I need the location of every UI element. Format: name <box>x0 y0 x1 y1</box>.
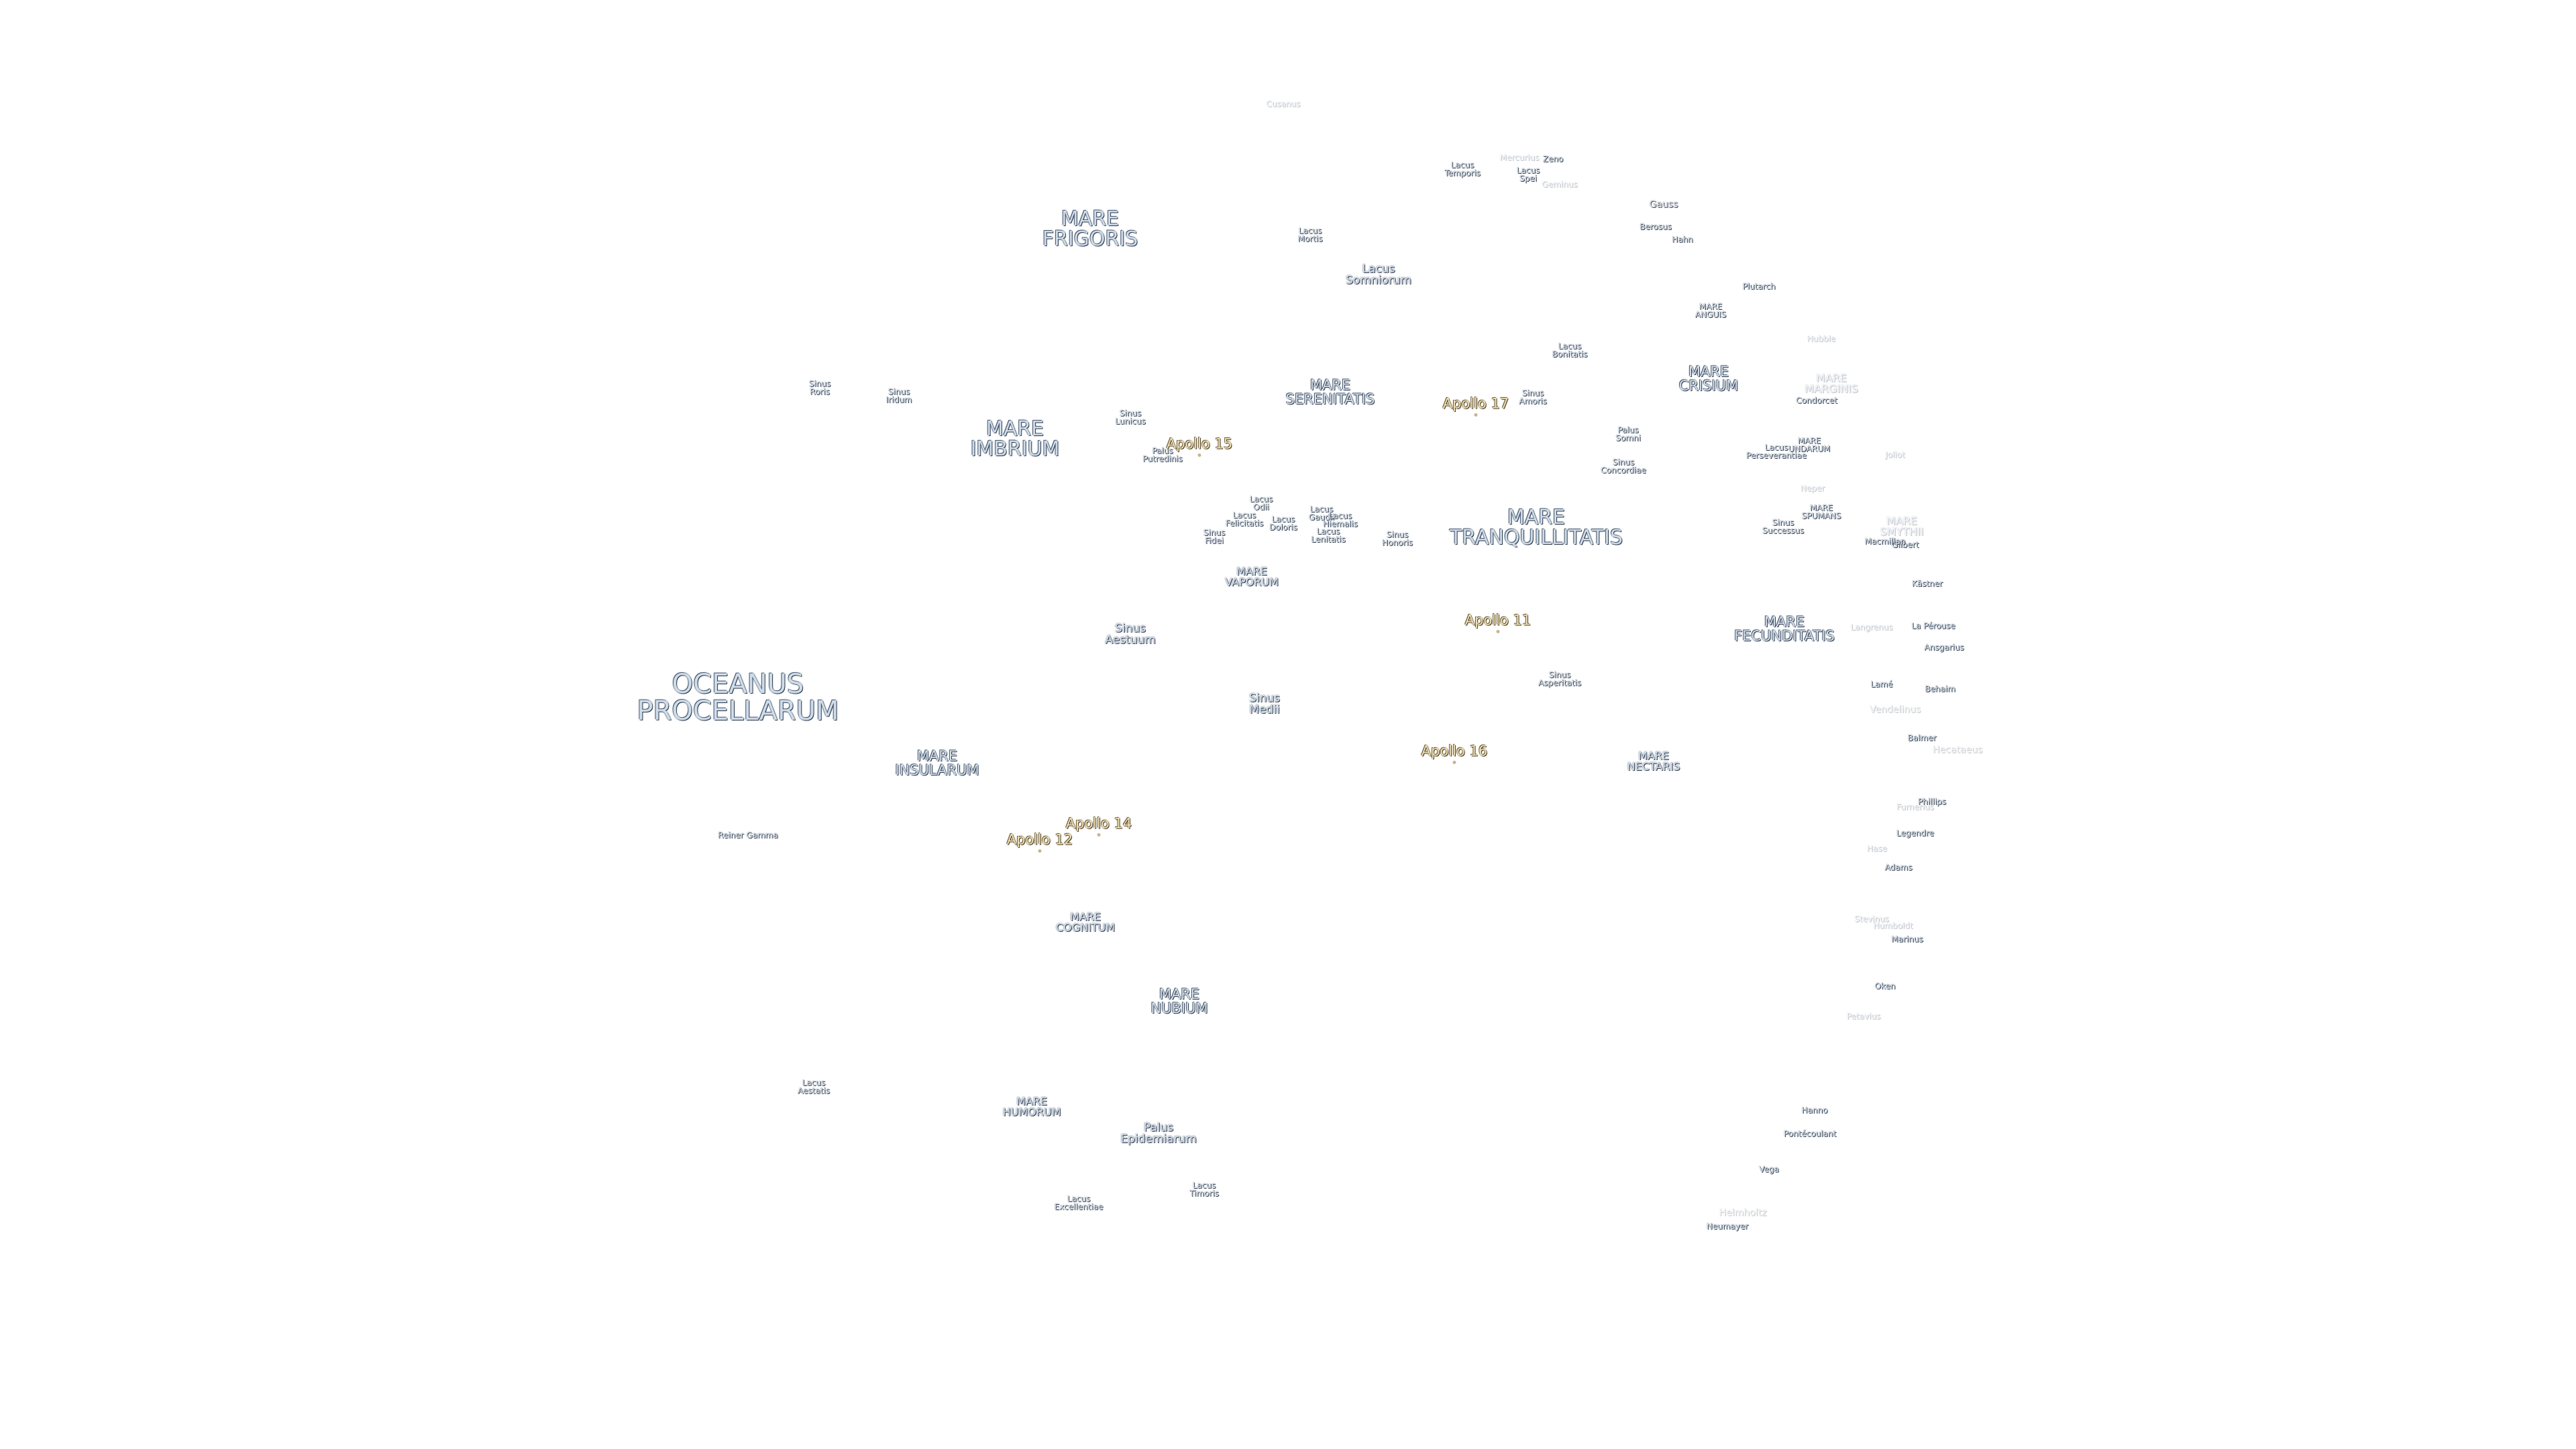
label-crater-ansgarius[interactable]: Ansgarius <box>1924 643 1964 652</box>
label-sinus-lunicus[interactable]: Sinus Lunicus <box>1115 409 1146 426</box>
label-sinus-roris[interactable]: Sinus Roris <box>808 379 831 396</box>
label-sinus-amoris[interactable]: Sinus Amoris <box>1519 388 1547 406</box>
label-lacus-bonitatis[interactable]: Lacus Bonitatis <box>1552 341 1588 359</box>
label-crater-la-perouse[interactable]: La Pérouse <box>1911 621 1955 631</box>
label-crater-marinus[interactable]: Marinus <box>1891 934 1923 944</box>
label-lacus-gaudii[interactable]: Lacus Gaudii <box>1308 504 1335 522</box>
label-oceanus-procellarum[interactable]: OCEANUS PROCELLARUM <box>637 669 839 727</box>
landing-site-marker <box>1496 630 1500 633</box>
label-mare-anguis[interactable]: MARE ANGUIS <box>1695 302 1727 319</box>
label-crater-plutarch[interactable]: Plutarch <box>1742 282 1776 291</box>
label-lacus-spei[interactable]: Lacus Spei <box>1516 166 1540 183</box>
label-crater-hanno[interactable]: Hanno <box>1801 1106 1828 1115</box>
label-sinus-iridum[interactable]: Sinus Iridum <box>885 387 912 405</box>
label-mare-vaporum[interactable]: MARE VAPORUM <box>1225 565 1279 588</box>
label-palus-somni[interactable]: Palus Somni <box>1615 425 1641 443</box>
label-crater-petavius[interactable]: Petavius <box>1846 1012 1881 1021</box>
label-crater-hecataeus[interactable]: Hecataeus <box>1932 745 1983 755</box>
label-mare-insularum[interactable]: MARE INSULARUM <box>895 748 979 778</box>
label-lacus-perseverantiae[interactable]: Lacus Perseverantiae <box>1746 443 1807 460</box>
label-mare-frigoris[interactable]: MARE FRIGORIS <box>1042 207 1138 251</box>
label-crater-oken[interactable]: Oken <box>1874 981 1896 991</box>
label-lacus-somniorum[interactable]: Lacus Somniorum <box>1346 262 1411 287</box>
label-lacus-aestatis[interactable]: Lacus Aestatis <box>798 1078 830 1095</box>
landing-site-marker <box>1197 453 1201 457</box>
landing-site-marker <box>1038 849 1042 853</box>
label-crater-langrenus[interactable]: Langrenus <box>1850 623 1893 632</box>
label-crater-gilbert[interactable]: Gilbert <box>1891 540 1919 549</box>
label-crater-geminus[interactable]: Geminus <box>1542 180 1578 189</box>
label-lacus-mortis[interactable]: Lacus Mortis <box>1297 226 1323 244</box>
label-lacus-lenitatis[interactable]: Lacus Lenitatis <box>1311 527 1346 544</box>
label-sinus-successus[interactable]: Sinus Successus <box>1762 518 1805 535</box>
label-mare-humorum[interactable]: MARE HUMORUM <box>1002 1095 1061 1118</box>
label-apollo-17[interactable]: Apollo 17 <box>1442 395 1509 412</box>
label-mare-marginis[interactable]: MARE MARGINIS <box>1805 372 1858 395</box>
label-crater-gauss[interactable]: Gauss <box>1649 199 1678 210</box>
label-crater-kastner[interactable]: Kästner <box>1912 579 1943 588</box>
label-mare-smythii[interactable]: MARE SMYTHII <box>1880 515 1924 538</box>
label-crater-stevinus[interactable]: Stevinus <box>1854 914 1889 924</box>
label-crater-hahn[interactable]: Hahn <box>1672 235 1693 244</box>
label-mare-tranquillitatis[interactable]: MARE TRANQUILLITATIS <box>1449 506 1623 549</box>
label-sinus-honoris[interactable]: Sinus Honoris <box>1382 530 1413 547</box>
label-crater-humboldt[interactable]: Humboldt <box>1873 921 1913 930</box>
label-crater-vega[interactable]: Vega <box>1759 1165 1779 1174</box>
label-mare-serenitatis[interactable]: MARE SERENITATIS <box>1285 377 1375 407</box>
label-mare-undarum[interactable]: MARE UNDARUM <box>1788 436 1831 453</box>
label-crater-hubble[interactable]: Hubble <box>1807 334 1836 343</box>
label-crater-balmer[interactable]: Balmer <box>1907 733 1937 743</box>
label-apollo-14[interactable]: Apollo 14 <box>1065 815 1132 832</box>
label-mare-fecunditatis[interactable]: MARE FECUNDITATIS <box>1734 614 1835 644</box>
label-crater-hase[interactable]: Hase <box>1866 844 1888 853</box>
label-lacus-hiemalis[interactable]: Lacus Hiemalis <box>1323 511 1358 529</box>
label-crater-condorcet[interactable]: Condorcet <box>1796 396 1837 405</box>
label-apollo-15[interactable]: Apollo 15 <box>1166 435 1233 452</box>
label-mare-imbrium[interactable]: MARE IMBRIUM <box>970 417 1060 461</box>
landing-site-marker <box>1452 761 1456 764</box>
label-crater-macmillan[interactable]: Macmillan <box>1864 537 1906 546</box>
label-apollo-16[interactable]: Apollo 16 <box>1421 743 1488 759</box>
label-palus-epidemiarum[interactable]: Palus Epidemiarum <box>1120 1121 1197 1146</box>
label-lacus-temporis[interactable]: Lacus Temporis <box>1444 160 1481 178</box>
label-lacus-odii[interactable]: Lacus Odii <box>1249 494 1273 512</box>
label-sinus-concordiae[interactable]: Sinus Concordiae <box>1601 458 1646 475</box>
label-crater-helmholtz[interactable]: Helmholtz <box>1719 1208 1767 1218</box>
label-mare-spumans[interactable]: MARE SPUMANS <box>1801 503 1841 521</box>
landing-site-marker <box>1474 413 1478 417</box>
label-crater-behaim[interactable]: Behaim <box>1925 684 1955 694</box>
label-crater-neumayer[interactable]: Neumayer <box>1706 1222 1749 1231</box>
label-crater-adams[interactable]: Adams <box>1884 863 1913 872</box>
label-lacus-doloris[interactable]: Lacus Doloris <box>1269 515 1297 532</box>
label-crater-neper[interactable]: Neper <box>1800 484 1825 493</box>
label-crater-phillips[interactable]: Phillips <box>1917 797 1947 806</box>
label-reiner-gamma[interactable]: Reiner Gamma <box>718 830 778 840</box>
label-crater-mercurius[interactable]: Mercurius <box>1499 153 1540 162</box>
label-apollo-12[interactable]: Apollo 12 <box>1006 831 1073 848</box>
label-crater-vendelinus[interactable]: Vendelinus <box>1869 704 1921 715</box>
label-crater-pontecoulant[interactable]: Pontécoulant <box>1783 1129 1837 1138</box>
label-palus-putredinis[interactable]: Palus Putredinis <box>1142 446 1183 464</box>
label-lacus-excellentiae[interactable]: Lacus Excellentiae <box>1054 1194 1104 1212</box>
label-apollo-11[interactable]: Apollo 11 <box>1464 612 1532 629</box>
label-crater-lame[interactable]: Lamé <box>1870 680 1893 689</box>
label-crater-joliot[interactable]: Joliot <box>1885 450 1905 460</box>
label-mare-nectaris[interactable]: MARE NECTARIS <box>1627 749 1680 773</box>
label-crater-furnerius[interactable]: Furnerius <box>1896 802 1934 812</box>
label-sinus-aestuum[interactable]: Sinus Aestuum <box>1105 622 1156 647</box>
label-lacus-timoris[interactable]: Lacus Timoris <box>1189 1181 1219 1198</box>
label-sinus-medii[interactable]: Sinus Medii <box>1249 692 1280 716</box>
label-lacus-felicitatis[interactable]: Lacus Felicitatis <box>1225 511 1264 528</box>
label-sinus-asperitatis[interactable]: Sinus Asperitatis <box>1538 670 1582 688</box>
label-crater-legendre[interactable]: Legendre <box>1896 828 1935 838</box>
label-mare-cognitum[interactable]: MARE COGNITUM <box>1055 910 1116 934</box>
label-mare-nubium[interactable]: MARE NUBIUM <box>1150 986 1208 1016</box>
label-mare-crisium[interactable]: MARE CRISIUM <box>1678 364 1739 394</box>
landing-site-marker <box>1097 833 1101 837</box>
label-crater-berosus[interactable]: Berosus <box>1640 222 1672 231</box>
label-sinus-fidei[interactable]: Sinus Fidei <box>1203 528 1226 545</box>
label-crater-zeno[interactable]: Zeno <box>1542 154 1564 164</box>
label-crater-cusanus[interactable]: Cusanus <box>1266 99 1301 109</box>
